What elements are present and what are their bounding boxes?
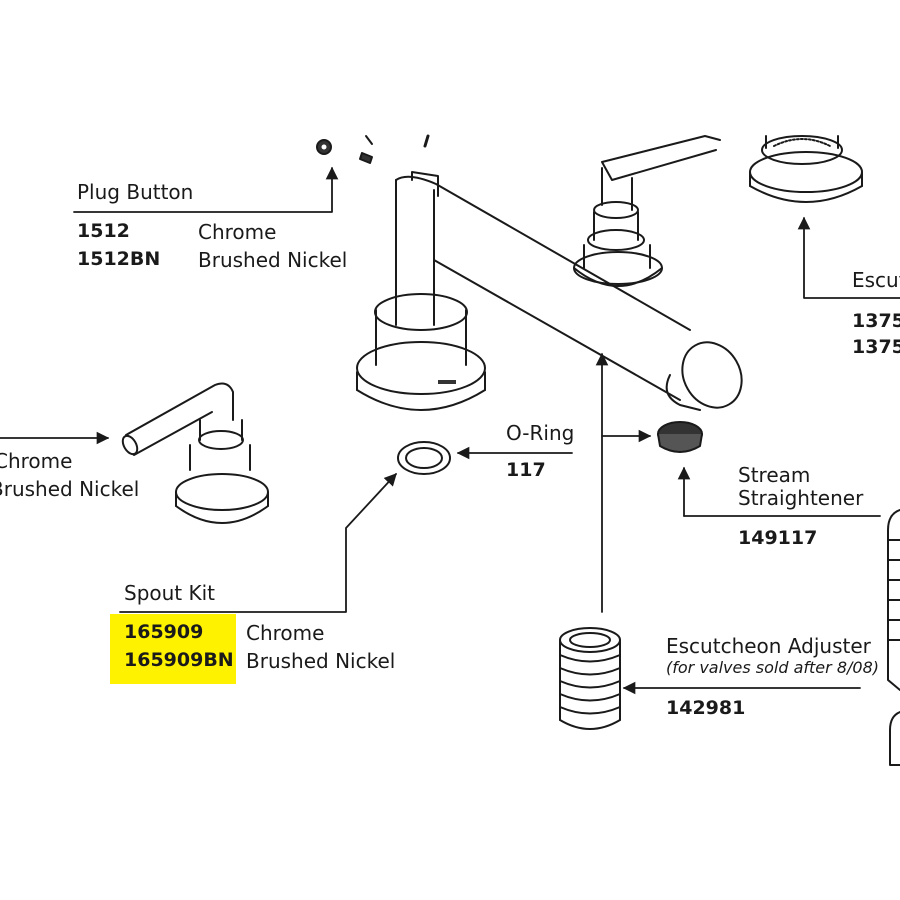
plug-button-finish-1: Chrome (198, 220, 277, 244)
plug-button-part (316, 139, 332, 155)
o-ring-title: O-Ring (506, 421, 575, 445)
plug-button-title: Plug Button (77, 180, 194, 204)
o-ring-part (397, 441, 451, 475)
escutcheon-adjuster-title: Escutcheon Adjuster (666, 634, 871, 658)
right-handle-part (573, 135, 721, 287)
escutcheon-number-2: 1375 (852, 336, 900, 358)
handle-finish-1: Chrome (0, 449, 73, 473)
left-handle-part (121, 382, 269, 524)
handle-finish-2: Brushed Nickel (0, 477, 140, 501)
stream-straightener-part (657, 421, 703, 453)
spout-kit-number-1: 165909 (124, 621, 204, 643)
spout-kit-finish-2: Brushed Nickel (246, 649, 396, 673)
spout-kit-finish-1: Chrome (246, 621, 325, 645)
stream-straightener-title-1: Stream (738, 463, 811, 487)
escutcheon-number-1: 1375 (852, 310, 900, 332)
spout-kit-title: Spout Kit (124, 581, 216, 605)
spout-kit-highlight (110, 614, 236, 684)
escutcheon-title: Escut (852, 268, 900, 292)
spout-kit-number-2: 165909BN (124, 649, 234, 671)
escutcheon-adjuster-part (559, 627, 621, 730)
o-ring-number: 117 (506, 459, 546, 481)
screw-part (359, 134, 430, 164)
escutcheon-adjuster-number: 142981 (666, 697, 746, 719)
cartridge-part (887, 509, 900, 766)
plug-button-number-2: 1512BN (77, 248, 161, 270)
plug-button-finish-2: Brushed Nickel (198, 248, 348, 272)
leader-lines (0, 166, 900, 695)
escutcheon-part (749, 135, 863, 203)
escutcheon-adjuster-note: (for valves sold after 8/08) (666, 658, 879, 677)
stream-straightener-title-2: Straightener (738, 486, 864, 510)
spout-part (356, 171, 743, 411)
stream-straightener-number: 149117 (738, 527, 818, 549)
plug-button-number-1: 1512 (77, 220, 130, 242)
